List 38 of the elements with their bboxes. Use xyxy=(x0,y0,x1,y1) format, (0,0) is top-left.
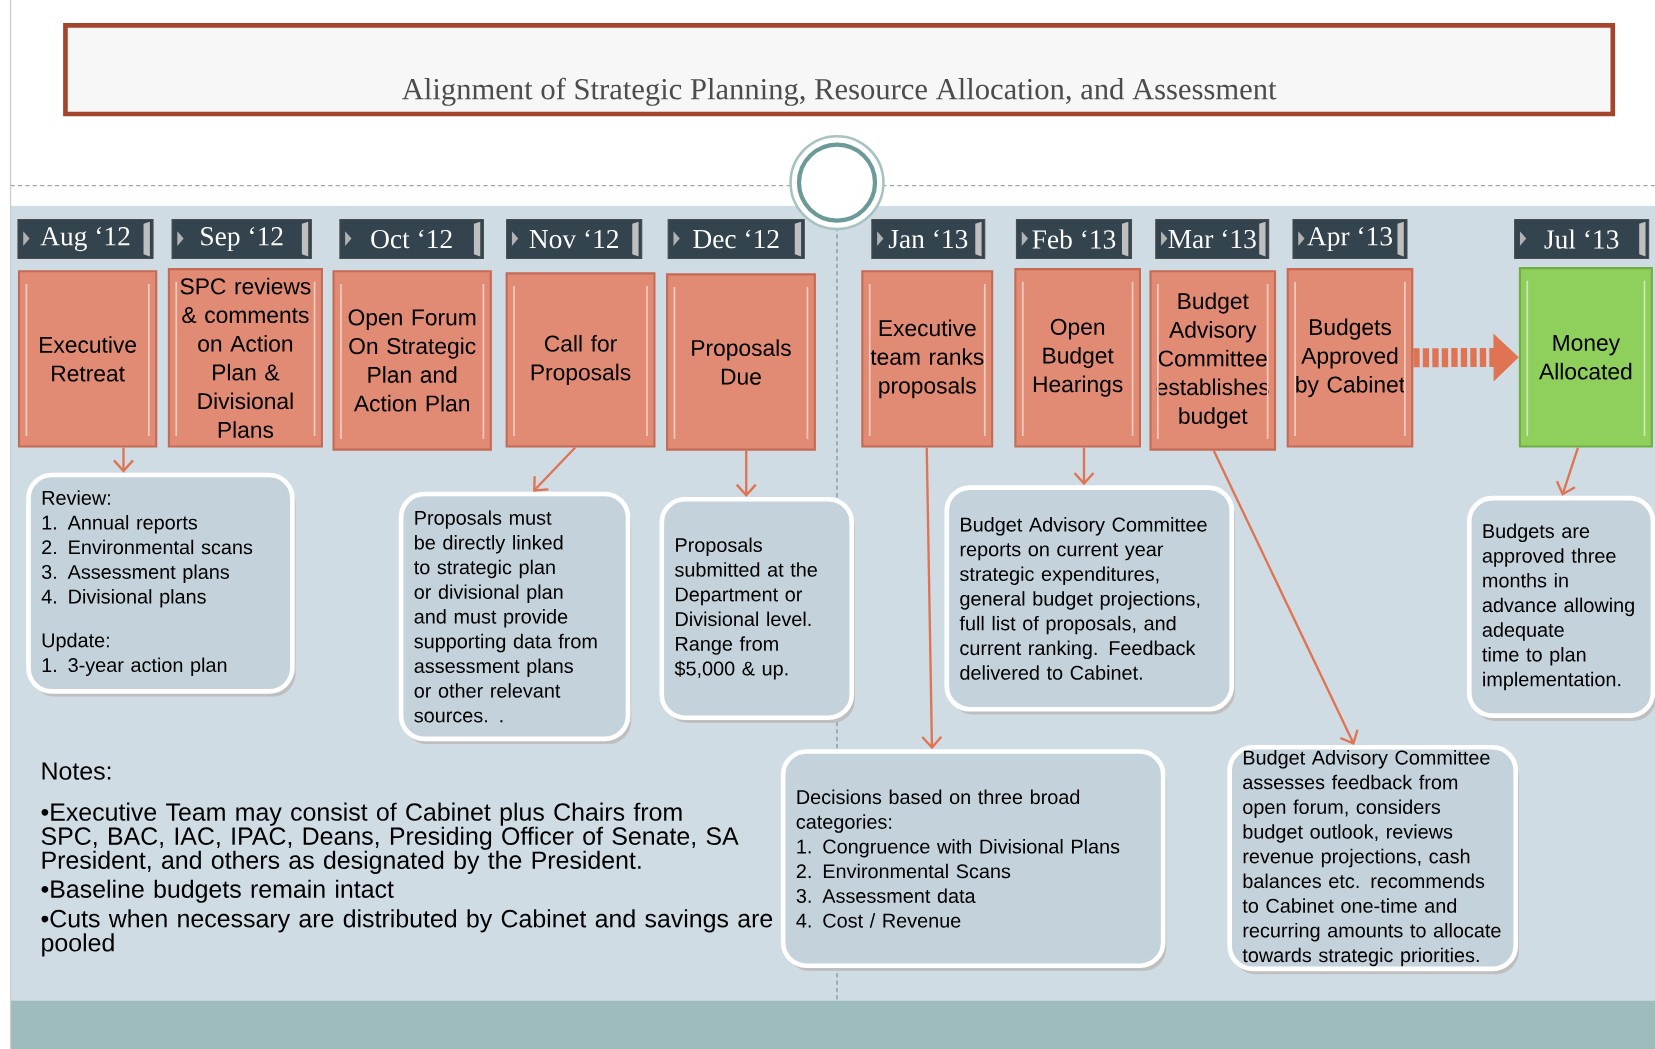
month-tab: Jul ‘13 xyxy=(1514,218,1650,260)
month-tab: Nov ‘12 xyxy=(506,218,643,260)
arrow xyxy=(921,447,943,750)
process-box: Budget Advisory Committee establishes budget xyxy=(1149,270,1277,451)
note-callout: Budgets are approved three months in advance allowing adequate time to plan implementation. xyxy=(1466,495,1655,721)
process-box: Executive Retreat xyxy=(17,270,158,448)
title-banner: Alignment of Strategic Planning, Resource Allocation, and Assessment xyxy=(63,22,1616,117)
notes-heading: Notes: xyxy=(42,762,111,780)
arrow xyxy=(113,447,134,473)
note-callout: Proposals must be directly linked to strategic plan or divisional plan and must provide supporting data from assessment plans or other relevant sources. . xyxy=(398,491,632,745)
month-tab: Oct ‘12 xyxy=(339,218,484,260)
month-tab: Apr ‘13 xyxy=(1292,218,1408,260)
month-tab: Sep ‘12 xyxy=(171,218,312,260)
month-tab: Mar ‘13 xyxy=(1155,218,1270,260)
process-box: Open Budget Hearings xyxy=(1014,268,1141,448)
month-tab: Aug ‘12 xyxy=(17,218,154,260)
process-box: SPC reviews & comments on Action Plan & Divisional Plans xyxy=(167,268,323,448)
arrow xyxy=(1555,447,1580,496)
process-box: Call for Proposals xyxy=(505,272,656,448)
note-callout: Proposals submitted at the Department or Divisional level. Range from $5,000 & up. xyxy=(659,496,855,723)
arrow xyxy=(735,450,757,497)
process-box: Budgets Approved by Cabinet xyxy=(1286,268,1414,448)
arrow xyxy=(533,446,577,492)
month-tab: Dec ‘12 xyxy=(667,218,805,260)
process-box: Proposals Due xyxy=(666,273,816,451)
note-text: •Executive Team may consist of Cabinet plus Chairs from SPC, BAC, IAC, IPAC, Deans, Presiding Officer of Senate, SA President, and others as designated by the President. xyxy=(41,802,739,874)
process-box: Money Allocated xyxy=(1518,266,1653,448)
month-tab: Jan ‘13 xyxy=(871,218,986,260)
note-callout: Review: 1. Annual reports 2. Environmental scans 3. Assessment plans 4. Divisional plans Update: 1. 3-year action plan xyxy=(26,472,296,697)
process-box: Executive team ranks proposals xyxy=(861,270,994,448)
process-box: Open Forum On Strategic Plan and Action Plan xyxy=(332,270,492,451)
arrow xyxy=(1073,447,1095,486)
note-callout: Budget Advisory Committee reports on current year strategic expenditures, general budget projections, full list of proposals, and current ranking. Feedback delivered to Cabinet. xyxy=(944,485,1235,715)
arrow xyxy=(1212,450,1359,745)
note-callout: Budget Advisory Committee assesses feedback from open forum, considers budget outlook, reviews revenue projections, cash balances etc. recommends to Cabinet one-time and recurring amounts to allocate towards strategic priorities. xyxy=(1227,744,1519,975)
note-text: •Baseline budgets remain intact xyxy=(41,879,394,903)
month-tab: Feb ‘13 xyxy=(1015,218,1132,260)
note-callout: Decisions based on three broad categories: 1. Congruence with Divisional Plans 2. Environmental Scans 3. Assessment data 4. Cost / Revenue xyxy=(780,749,1167,971)
